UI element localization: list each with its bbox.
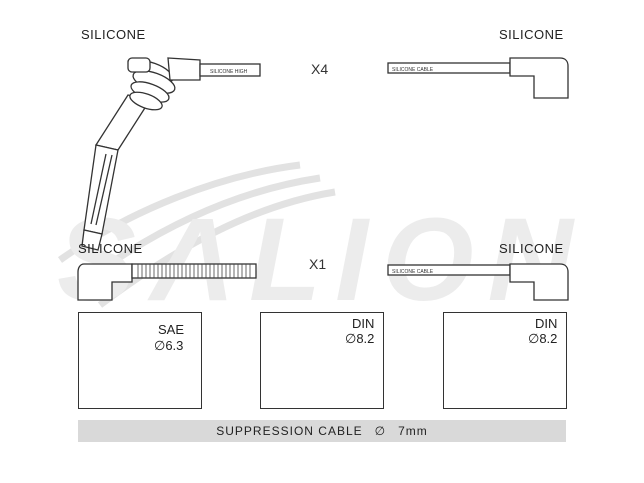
cable-ribs	[137, 264, 251, 278]
footer-diameter-symbol: ∅	[374, 424, 387, 438]
cable-print-middle: SILICONE CABLE	[392, 269, 434, 275]
distributor-cap-box-1	[260, 312, 384, 409]
distributor-cap-box-2	[443, 312, 567, 409]
box2-standard: DIN	[352, 316, 375, 331]
right-angle-boot-middle-right	[387, 263, 569, 301]
box2-diameter: ∅8.2	[345, 331, 375, 346]
spark-plug-box	[78, 312, 202, 409]
plug-boot-long	[81, 57, 261, 251]
multiplier-top: X4	[311, 61, 329, 77]
multiplier-middle: X1	[309, 256, 327, 272]
cable-print-top: SILICONE CABLE	[392, 67, 434, 73]
svg-text:SILICONE HIGH: SILICONE HIGH	[210, 69, 248, 75]
footer-label: SUPPRESSION CABLE	[216, 424, 363, 438]
suppression-cable-bar: SUPPRESSION CABLE ∅ 7mm	[78, 420, 566, 442]
label-silicone-middle-right: SILICONE	[499, 241, 564, 256]
label-silicone-top-right: SILICONE	[499, 27, 564, 42]
label-silicone-top-left: SILICONE	[81, 27, 146, 42]
watermark-text: SALION	[57, 194, 587, 326]
box3-standard: DIN	[535, 316, 558, 331]
footer-diameter-value: 7mm	[398, 424, 428, 438]
box1-standard: SAE	[158, 322, 185, 337]
label-silicone-middle-left: SILICONE	[78, 241, 143, 256]
right-angle-boot-top	[387, 57, 569, 99]
box1-diameter: ∅6.3	[154, 338, 184, 353]
box3-diameter: ∅8.2	[528, 331, 558, 346]
